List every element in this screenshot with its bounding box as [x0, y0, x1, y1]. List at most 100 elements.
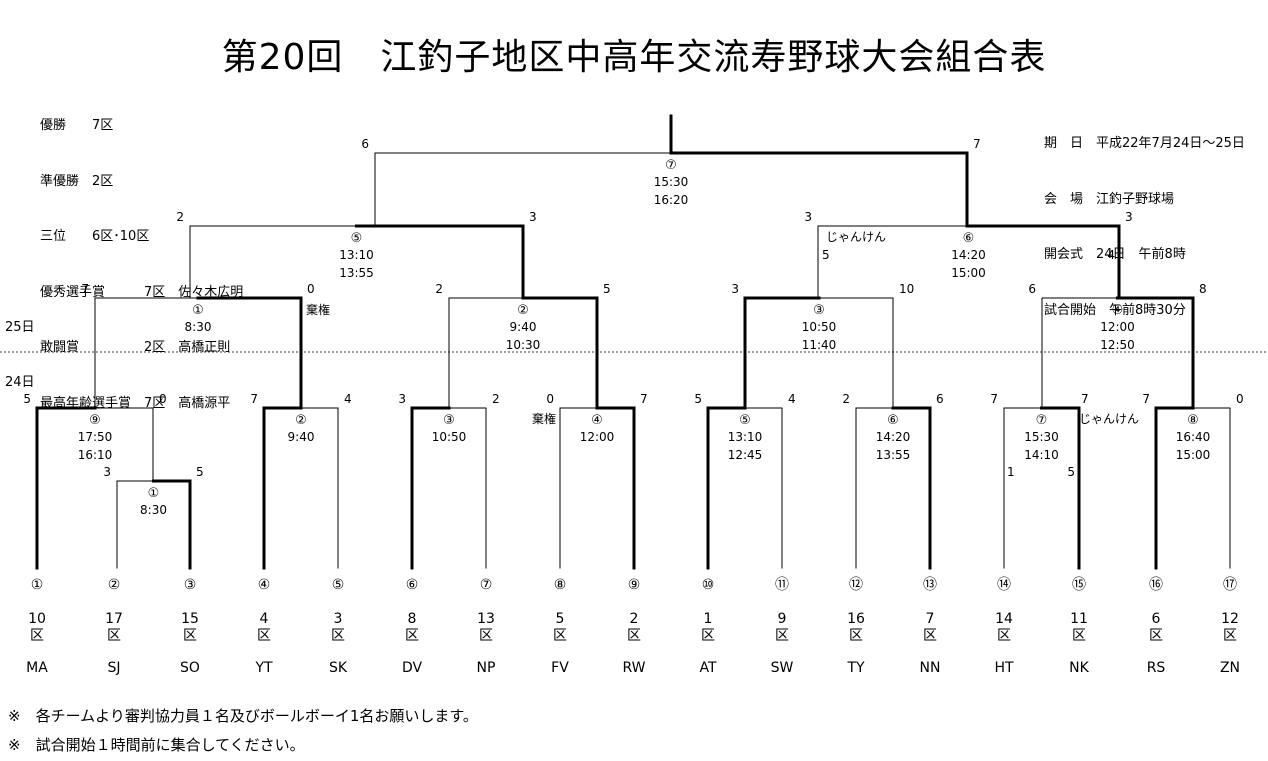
- team-mark: ⑩: [702, 577, 715, 593]
- team-mark: ⑮: [1072, 577, 1086, 593]
- team-district-number: 6: [1152, 611, 1161, 627]
- team-district-number: 10: [28, 611, 46, 627]
- match-time: 15:30: [1024, 430, 1059, 444]
- match-time: 13:10: [339, 248, 374, 262]
- team-district-number: 16: [847, 611, 865, 627]
- team-code: HT: [994, 660, 1014, 676]
- score-right: 2: [492, 392, 500, 406]
- team-district-number: 4: [260, 611, 269, 627]
- team-code: NP: [477, 660, 496, 676]
- team-district-number: 13: [477, 611, 495, 627]
- team-code: RW: [622, 660, 645, 676]
- score-right: 5: [196, 465, 204, 479]
- match-number: ⑦: [1036, 413, 1048, 428]
- team-district-number: 5: [556, 611, 565, 627]
- team-district-suffix: 区: [849, 628, 863, 644]
- match-note: じゃんけん: [1079, 412, 1139, 426]
- match-time: 10:50: [432, 430, 467, 444]
- match-note: 棄権: [532, 411, 556, 426]
- team-mark: ⑪: [775, 577, 789, 593]
- team-mark: ⑯: [1149, 577, 1163, 593]
- score-right: 7: [973, 137, 981, 151]
- team-mark: ⑫: [849, 577, 863, 593]
- match-number: ⑤: [351, 231, 363, 246]
- score-left: 3: [398, 392, 406, 406]
- team-mark: ⑨: [628, 577, 641, 593]
- day25-label: 25日: [5, 320, 35, 335]
- team-mark: ③: [184, 577, 197, 593]
- event-venue: 会 場 江釣子野球場: [1044, 191, 1175, 207]
- team-mark: ④: [258, 577, 271, 593]
- team-code: AT: [699, 660, 716, 676]
- team-code: SK: [329, 660, 348, 676]
- team-district-suffix: 区: [183, 628, 197, 644]
- match-time: 16:20: [654, 193, 689, 207]
- match-number: ①: [148, 486, 160, 501]
- team-district-suffix: 区: [1223, 628, 1237, 644]
- score-right: 5: [603, 282, 611, 296]
- match-number: ③: [813, 303, 825, 318]
- award-fighting-spirit: 敢闘賞 2区 高橋正則: [40, 340, 231, 355]
- team-mark: ②: [108, 577, 121, 593]
- match-time: 16:40: [1176, 430, 1211, 444]
- top-score-left: 7: [990, 392, 998, 406]
- note-referee: ※ 各チームより審判協力員１名及びボールボーイ1名お願いします。: [8, 707, 478, 725]
- score-left: 5: [694, 392, 702, 406]
- score-left: 7: [250, 392, 258, 406]
- team-district-suffix: 区: [997, 628, 1011, 644]
- team-code: NK: [1069, 660, 1089, 676]
- match-time: 13:10: [728, 430, 763, 444]
- score-right: 3: [1125, 210, 1133, 224]
- team-district-suffix: 区: [331, 628, 345, 644]
- team-district-suffix: 区: [553, 628, 567, 644]
- score-right: 0: [159, 392, 167, 406]
- match-number: ②: [295, 413, 307, 428]
- team-mark: ⑧: [554, 577, 567, 593]
- team-code: ZN: [1220, 660, 1240, 676]
- score-right: 10: [899, 282, 914, 296]
- score-right: 3: [529, 210, 537, 224]
- team-code: SO: [180, 660, 200, 676]
- score-left: 0: [546, 392, 554, 406]
- match-number: ⑤: [739, 413, 751, 428]
- match-time: 8:30: [185, 320, 212, 334]
- team-district-suffix: 区: [1072, 628, 1086, 644]
- top-score-right: 7: [1081, 392, 1089, 406]
- team-district-suffix: 区: [1149, 628, 1163, 644]
- score-left: 2: [842, 392, 850, 406]
- team-code: SJ: [107, 660, 120, 676]
- match-time: 14:10: [1024, 448, 1059, 462]
- team-district-suffix: 区: [775, 628, 789, 644]
- tiebreak-score-right: 4: [1107, 248, 1115, 262]
- team-mark: ⑰: [1223, 577, 1237, 593]
- match-time: 8:30: [140, 503, 167, 517]
- team-code: SW: [771, 660, 794, 676]
- match-number: ⑧: [1187, 413, 1199, 428]
- score-right: 4: [344, 392, 352, 406]
- team-district-number: 1: [704, 611, 713, 627]
- match-time: 12:45: [728, 448, 763, 462]
- day24-label: 24日: [5, 375, 35, 390]
- team-district-number: 3: [334, 611, 343, 627]
- match-number: ⑦: [665, 158, 677, 173]
- match-number: ⑥: [963, 231, 975, 246]
- match-note: じゃんけん: [826, 230, 886, 244]
- score-right: 6: [936, 392, 944, 406]
- score-right: 4: [788, 392, 796, 406]
- team-district-number: 15: [181, 611, 199, 627]
- team-district-suffix: 区: [107, 628, 121, 644]
- score-left: 2: [176, 210, 184, 224]
- tournament-bracket: 25日 24日 ①10区MA②17区SJ③15区SO④4区YT⑤3区SK⑥8区D…: [0, 114, 1268, 676]
- bracket-lines: [35, 114, 1231, 570]
- team-district-number: 11: [1070, 611, 1088, 627]
- match-time: 12:00: [580, 430, 615, 444]
- tiebreak-score-left: 5: [822, 248, 830, 262]
- score-left: 5: [23, 392, 31, 406]
- score-right: 0: [307, 282, 315, 296]
- bracket-labels: ①10区MA②17区SJ③15区SO④4区YT⑤3区SK⑥8区DV⑦13区NP⑧…: [23, 137, 1243, 676]
- match-time: 9:40: [288, 430, 315, 444]
- match-time: 9:40: [510, 320, 537, 334]
- match-note: 棄権: [306, 302, 330, 317]
- award-champion: 優勝 7区: [40, 118, 114, 133]
- score-right: 5: [1067, 465, 1075, 479]
